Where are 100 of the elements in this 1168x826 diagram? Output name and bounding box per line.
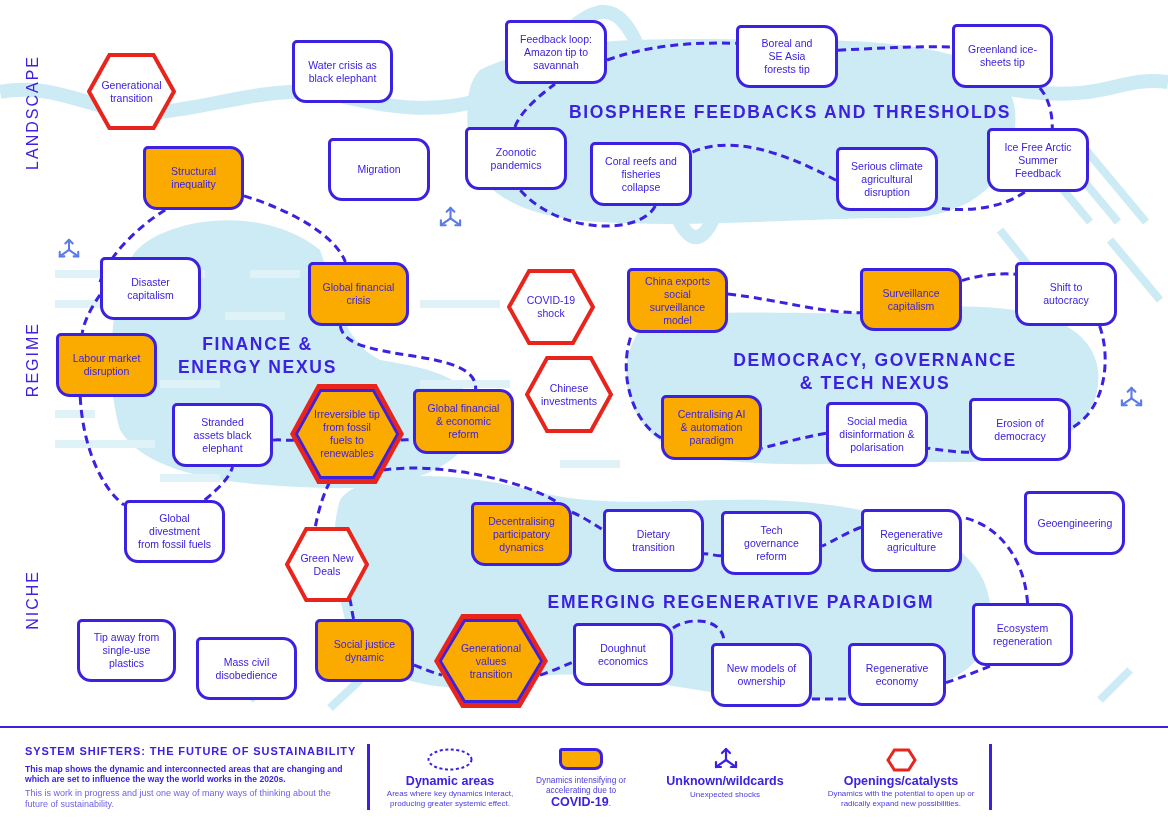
dynamic-box <box>861 509 962 572</box>
legend-description: Areas where key dynamics interact, producing greater systemic effect. <box>385 789 515 809</box>
dashed-connector <box>348 597 356 620</box>
dashed-connector <box>837 45 953 52</box>
node-label: Erosion of democracy <box>993 416 1047 443</box>
dashed-connector <box>80 293 102 334</box>
node-label: Doughnut economics <box>596 641 650 668</box>
dynamic-box <box>573 623 673 686</box>
dashed-connector <box>927 446 969 454</box>
intensifying-dynamic-box <box>143 146 244 210</box>
dashed-connector <box>519 188 657 228</box>
dynamic-box <box>848 643 946 706</box>
dynamic-box <box>603 509 704 572</box>
intensifying-dynamic-box <box>308 262 409 326</box>
dashed-connector <box>338 325 478 390</box>
dashed-connector <box>571 510 604 532</box>
legend-label: Dynamic areas <box>404 774 496 789</box>
area-title: FINANCE & ENERGY NEXUS <box>176 333 339 379</box>
dynamic-box <box>987 128 1089 192</box>
intensifying-dynamic-box <box>413 389 514 454</box>
node-label: Dietary transition <box>631 527 676 554</box>
intensifying-dynamic-box <box>56 333 157 397</box>
node-label: Geoengineering <box>1037 516 1112 530</box>
area-title: EMERGING REGENERATIVE PARADIGM <box>546 591 936 614</box>
dashed-connector <box>413 663 443 677</box>
node-label: Zoonotic pandemics <box>489 145 543 172</box>
dashed-connector <box>539 660 574 677</box>
dynamic-box <box>465 127 567 190</box>
dashed-connector <box>78 396 125 507</box>
node-label: Coral reefs and fisheries collapse <box>604 154 678 194</box>
map-title: SYSTEM SHIFTERS: THE FUTURE OF SUSTAINABILITY <box>25 745 357 758</box>
legend-description: Unexpected shocks <box>689 790 761 800</box>
node-label: Global financial crisis <box>321 281 396 307</box>
area-title: BIOSPHERE FEEDBACKS AND THRESHOLDS <box>567 101 1013 124</box>
level-label: LANDSCAPE <box>24 55 42 170</box>
node-label: Mass civil disobedience <box>214 655 279 682</box>
intensifying-dynamic-box <box>471 502 572 566</box>
dashed-connector <box>1038 87 1054 129</box>
dynamic-box <box>736 25 838 88</box>
node-label: Social media disinformation & polarisation <box>838 415 916 454</box>
node-label: Ecosystem regeneration <box>992 621 1053 648</box>
dynamic-box <box>172 403 273 467</box>
node-label: New models of ownership <box>725 662 798 688</box>
intensifying-dynamic-box <box>315 619 414 682</box>
dashed-connector <box>203 466 234 502</box>
node-label: Global financial & economic reform <box>426 402 501 441</box>
dynamic-box <box>196 637 297 700</box>
dynamic-box <box>590 142 692 206</box>
node-label: Ice Free Arctic Summer Feedback <box>1003 140 1073 180</box>
dashed-connector <box>812 697 848 701</box>
level-label: NICHE <box>24 570 42 630</box>
node-label: Feedback loop: Amazon tip to savannah <box>519 32 593 72</box>
dashed-connector <box>945 664 991 685</box>
node-label: Generational transition <box>101 78 162 105</box>
dynamic-box <box>969 398 1071 461</box>
node-label: China exports social surveillance model <box>644 274 711 327</box>
node-label: Disaster capitalism <box>126 275 175 302</box>
dashed-connector <box>1070 325 1107 430</box>
area-title: DEMOCRACY, GOVERNANCE & TECH NEXUS <box>732 349 1018 395</box>
node-label: Greenland ice-sheets tip <box>967 43 1038 69</box>
dashed-connector <box>727 292 861 315</box>
dynamic-box <box>77 619 176 682</box>
dynamic-box <box>328 138 430 201</box>
node-label: Serious climate agricultural disruption <box>850 159 924 199</box>
dynamic-box <box>952 24 1053 88</box>
node-label: Decentralising participatory dynamics <box>487 514 556 554</box>
legend-label: Dynamics intensifying or accelerating due to COVID-19. <box>535 775 627 810</box>
node-label: Shift to autocracy <box>1042 281 1090 307</box>
intensifying-dynamic-box <box>627 268 728 333</box>
node-label: Migration <box>356 163 402 176</box>
dynamic-box <box>972 603 1073 666</box>
node-label: Global divestment from fossil fuels <box>137 512 212 551</box>
dynamic-box <box>721 511 822 575</box>
node-label: COVID-19 shock <box>525 294 577 320</box>
node-label: Regenerative agriculture <box>879 527 944 554</box>
node-label: Tech governance reform <box>743 523 800 563</box>
dynamic-box <box>1015 262 1117 326</box>
legend-label: Unknown/wildcards <box>665 774 785 789</box>
dynamic-box <box>1024 491 1125 555</box>
level-label: REGIME <box>24 322 42 398</box>
node-label: Stranded assets black elephant <box>192 415 253 455</box>
dashed-connector <box>272 438 295 442</box>
node-label: Generational values transition <box>459 641 523 681</box>
dynamic-box <box>292 40 393 103</box>
node-label: Boreal and SE Asia forests tip <box>760 37 814 76</box>
intro-text: This map shows the dynamic and interconnected areas that are changing and which are set to influence the way the world works in the 2020s. <box>25 764 344 784</box>
dashed-connector <box>691 143 837 182</box>
dynamic-box <box>505 20 607 84</box>
node-label: Green New Deals <box>299 551 355 578</box>
node-label: Regenerative economy <box>864 661 930 688</box>
dashed-connector <box>961 272 1016 283</box>
dashed-connector <box>513 82 556 128</box>
dynamic-box <box>826 402 928 467</box>
node-label: Centralising AI & automation paradigm <box>676 408 747 447</box>
dashed-connector <box>243 194 347 263</box>
intensifying-dynamic-box <box>661 395 762 460</box>
node-label: Water crisis as black elephant <box>307 58 378 85</box>
node-label: Labour market disruption <box>71 352 142 378</box>
intensifying-dynamic-box <box>860 268 962 331</box>
node-label: Social justice dynamic <box>332 637 397 664</box>
